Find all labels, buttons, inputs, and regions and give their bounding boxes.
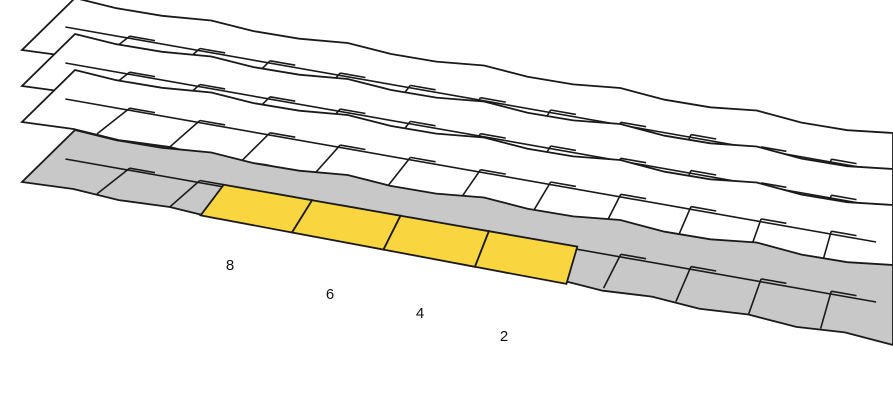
partition-wall [550, 145, 577, 152]
partition-wall [831, 230, 857, 237]
partition-wall [690, 265, 717, 272]
partition-wall [199, 119, 226, 126]
partition-wall [690, 169, 717, 176]
partition-wall [831, 290, 857, 297]
partition-wall [620, 193, 647, 200]
partition-wall [480, 168, 506, 175]
partition-wall [129, 71, 156, 78]
partition-wall [410, 156, 436, 163]
partition-wall [550, 109, 577, 116]
partition-wall [675, 266, 692, 302]
partition-wall [96, 107, 131, 135]
partition-wall [602, 253, 622, 289]
partition-wall [690, 205, 717, 212]
unit-label-8: 8 [226, 257, 234, 274]
corridor-wall [65, 98, 877, 243]
partition-wall [340, 72, 366, 79]
partition-wall [313, 144, 341, 175]
partition-wall [620, 121, 647, 128]
partition-wall [480, 96, 506, 103]
partition-wall [241, 132, 271, 162]
partition-wall [168, 179, 201, 208]
partition-wall [129, 167, 156, 174]
partition-wall [199, 47, 226, 54]
partition-wall [129, 107, 156, 114]
partition-wall [831, 194, 857, 201]
partition-wall [550, 181, 577, 188]
partition-wall [760, 146, 787, 153]
partition-wall [831, 158, 857, 165]
partition-wall [410, 84, 436, 91]
partition-wall [269, 95, 296, 102]
partition-wall [760, 182, 787, 189]
partition-wall [620, 157, 647, 164]
partition-wall [747, 278, 762, 316]
partition-wall [760, 218, 787, 225]
partition-wall [385, 156, 411, 189]
highlighted-unit-2 [473, 230, 579, 285]
partition-wall [340, 108, 366, 115]
partition-wall [129, 35, 156, 42]
partition-wall [819, 290, 833, 329]
partition-wall [269, 131, 296, 138]
partition-wall [269, 59, 296, 66]
unit-label-6: 6 [326, 286, 334, 303]
partition-wall [480, 132, 506, 139]
partition-wall [168, 119, 201, 148]
partition-wall [620, 253, 647, 260]
partition-wall [340, 144, 366, 151]
partition-wall [410, 120, 436, 127]
highlighted-units [199, 183, 579, 285]
unit-label-2: 2 [500, 328, 508, 345]
partition-wall [96, 167, 131, 195]
unit-label-4: 4 [416, 305, 424, 322]
floor-stack [20, 0, 893, 346]
partition-wall [199, 179, 226, 186]
partition-wall [690, 133, 717, 140]
partition-wall [199, 83, 226, 90]
unit-labels: 8 6 4 2 [226, 257, 508, 345]
partition-wall [760, 278, 787, 285]
